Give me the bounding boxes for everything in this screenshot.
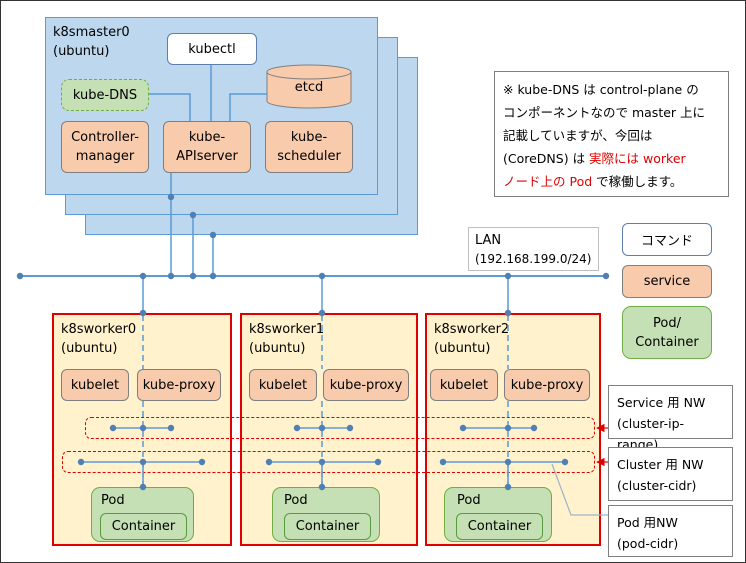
note-line-2: コンポーネントなので master 上に xyxy=(503,105,706,120)
master-os: (ubuntu) xyxy=(53,44,110,59)
apiserver-label-1: kube- xyxy=(188,130,226,145)
worker-2-os: (ubuntu) xyxy=(434,341,491,356)
worker-0-pod: Pod Container xyxy=(91,487,194,542)
legend-command-label: コマンド xyxy=(640,234,693,249)
kube-dns-label: kube-DNS xyxy=(72,87,138,103)
worker-1-pod: Pod Container xyxy=(272,487,380,542)
worker-2-pod: Pod Container xyxy=(444,487,552,542)
scheduler-label-1: kube- xyxy=(290,130,328,145)
controller-manager-label-2: manager xyxy=(75,149,135,164)
pod-network-label-box: Pod 用NW (pod-cidr) xyxy=(608,505,733,557)
controller-manager-box: Controller- manager xyxy=(61,121,149,173)
legend-command: コマンド xyxy=(622,223,712,256)
cluster-network-zone xyxy=(62,451,595,473)
legend-pod-label-1: Pod/ xyxy=(653,315,681,331)
worker-1-os: (ubuntu) xyxy=(249,341,306,356)
apiserver-box: kube- APIserver xyxy=(163,121,251,173)
worker-2-kubelet: kubelet xyxy=(430,369,498,401)
note-emphasis-2: ノード上の Pod xyxy=(503,174,593,189)
worker-2-hostname: k8sworker2 xyxy=(434,322,510,337)
service-network-label-box: Service 用 NW (cluster-ip-range) xyxy=(608,385,733,452)
master-title: k8smaster0 (ubuntu) xyxy=(53,23,130,61)
legend-service: service xyxy=(622,265,712,298)
worker-0-pod-label: Pod xyxy=(101,493,125,508)
worker-0-title: k8sworker0 (ubuntu) xyxy=(61,320,136,358)
worker-0-os: (ubuntu) xyxy=(61,341,118,356)
kube-dns-box: kube-DNS xyxy=(61,79,149,111)
note-line-1: ※ kube-DNS は control-plane の xyxy=(503,82,699,97)
controller-manager-label-1: Controller- xyxy=(71,130,139,145)
legend-service-label: service xyxy=(643,274,691,289)
worker-2-kube-proxy: kube-proxy xyxy=(504,369,590,401)
master-hostname: k8smaster0 xyxy=(53,25,130,40)
note-line-5: ノード上の Pod で稼働します。 xyxy=(503,174,683,189)
apiserver-label-2: APIserver xyxy=(176,149,238,164)
worker-0-kube-proxy: kube-proxy xyxy=(137,369,221,401)
scheduler-label-2: scheduler xyxy=(277,149,341,164)
worker-1-hostname: k8sworker1 xyxy=(249,322,325,337)
worker-1-kubelet: kubelet xyxy=(249,369,317,401)
note-line-3: 記載していますが、今回は xyxy=(503,128,653,143)
note-box: ※ kube-DNS は control-plane の コンポーネントなので … xyxy=(494,71,729,197)
worker-2-container: Container xyxy=(456,513,543,540)
worker-2-title: k8sworker2 (ubuntu) xyxy=(434,320,509,358)
service-network-zone xyxy=(85,417,595,439)
note-line-4: (CoreDNS) は 実際には worker xyxy=(503,151,686,166)
lan-name: LAN xyxy=(475,233,502,248)
legend-pod: Pod/ Container xyxy=(622,306,712,359)
lan-cidr: (192.168.199.0/24) xyxy=(475,252,592,266)
kubectl-label: kubectl xyxy=(188,41,236,57)
worker-1-kube-proxy: kube-proxy xyxy=(323,369,409,401)
etcd-label-wrap: etcd xyxy=(267,80,351,95)
scheduler-box: kube- scheduler xyxy=(265,121,353,173)
legend-pod-label-2: Container xyxy=(635,334,699,350)
lan-box: LAN (192.168.199.0/24) xyxy=(468,227,599,271)
worker-1-title: k8sworker1 (ubuntu) xyxy=(249,320,324,358)
worker-0-container: Container xyxy=(100,513,187,540)
worker-0-hostname: k8sworker0 xyxy=(61,322,137,337)
etcd-label: etcd xyxy=(294,80,324,95)
note-emphasis-1: 実際には worker xyxy=(589,151,686,166)
worker-1-pod-label: Pod xyxy=(284,493,308,508)
worker-2-pod-label: Pod xyxy=(457,493,481,508)
worker-0-kubelet: kubelet xyxy=(61,369,129,401)
kubectl-box: kubectl xyxy=(167,33,257,65)
worker-1-container: Container xyxy=(284,513,371,540)
cluster-network-label-box: Cluster 用 NW (cluster-cidr) xyxy=(608,447,733,501)
